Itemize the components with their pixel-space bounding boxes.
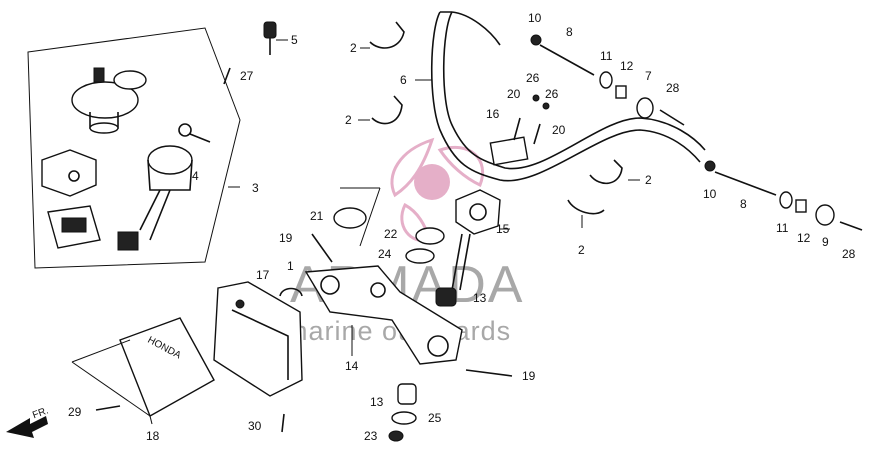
label-13: 13 xyxy=(473,291,487,305)
label-12: 12 xyxy=(620,59,634,73)
label-10: 10 xyxy=(703,187,717,201)
screw-29-icon xyxy=(95,405,121,411)
meter-case-icon xyxy=(213,281,303,397)
label-7: 7 xyxy=(645,69,652,83)
label-17: 17 xyxy=(256,268,270,282)
lock-cover-icon xyxy=(47,205,101,249)
label-19: 19 xyxy=(522,369,536,383)
direction-marker-text: FR. xyxy=(31,405,50,421)
nut-22-icon xyxy=(415,227,445,245)
bearing-13-lower-icon xyxy=(397,383,417,405)
label-6: 6 xyxy=(400,73,407,87)
label-9: 9 xyxy=(822,235,829,249)
grip-assembly-top-icon xyxy=(530,34,685,126)
spacer-1-icon xyxy=(279,287,303,297)
handlebar-holder-icon xyxy=(489,136,529,166)
label-5: 5 xyxy=(291,33,298,47)
label-4: 4 xyxy=(192,169,199,183)
emblem-cover-icon: HONDA xyxy=(119,317,215,418)
clamp-icon xyxy=(589,159,623,185)
nut-23-icon xyxy=(388,430,404,442)
label-28: 28 xyxy=(666,81,680,95)
bottom-bridge-icon xyxy=(304,265,463,365)
bolt-27-icon xyxy=(223,67,231,85)
clamp-icon xyxy=(567,199,605,215)
label-14: 14 xyxy=(345,359,359,373)
ignition-group-outline xyxy=(27,27,241,269)
clamp-icon xyxy=(369,21,405,49)
label-3: 3 xyxy=(252,181,259,195)
front-direction-arrow-icon: FR. xyxy=(6,405,50,438)
clamp-icon xyxy=(371,95,403,125)
label-11: 11 xyxy=(600,49,613,63)
label-2: 2 xyxy=(345,113,352,127)
label-20: 20 xyxy=(507,87,521,101)
label-8: 8 xyxy=(566,25,573,39)
label-29: 29 xyxy=(68,405,82,419)
label-22: 22 xyxy=(384,227,398,241)
label-28: 28 xyxy=(842,247,856,261)
label-25: 25 xyxy=(428,411,442,425)
label-8: 8 xyxy=(740,197,747,211)
label-24: 24 xyxy=(378,247,392,261)
label-26: 26 xyxy=(526,71,540,85)
label-10: 10 xyxy=(528,11,542,25)
label-2: 2 xyxy=(578,243,585,257)
top-bridge-icon xyxy=(451,189,501,291)
lock-bracket-icon xyxy=(41,149,97,197)
label-2: 2 xyxy=(645,173,652,187)
handlebar-icon xyxy=(430,11,706,182)
label-11: 11 xyxy=(776,221,789,235)
bolt-19-icon xyxy=(311,233,333,263)
label-19: 19 xyxy=(279,231,293,245)
label-21: 21 xyxy=(310,209,324,223)
fuel-cap-icon xyxy=(71,67,147,134)
label-20: 20 xyxy=(552,123,566,137)
nut-21-icon xyxy=(333,207,367,229)
label-13: 13 xyxy=(370,395,384,409)
label-23: 23 xyxy=(364,429,378,443)
label-2: 2 xyxy=(350,41,357,55)
label-18: 18 xyxy=(146,429,160,443)
ignition-switch-icon xyxy=(117,123,211,251)
race-25-icon xyxy=(391,411,417,425)
label-12: 12 xyxy=(797,231,811,245)
washer-24-icon xyxy=(405,248,435,264)
label-15: 15 xyxy=(496,222,510,236)
key-icon xyxy=(263,21,277,55)
label-1: 1 xyxy=(287,259,294,273)
label-26: 26 xyxy=(545,87,559,101)
label-30: 30 xyxy=(248,419,262,433)
label-27: 27 xyxy=(240,69,254,83)
bolt-19-right-icon xyxy=(465,369,513,377)
screw-30-icon xyxy=(281,413,285,433)
bearing-13-upper-icon xyxy=(435,287,457,307)
label-16: 16 xyxy=(486,107,500,121)
grip-assembly-bottom-icon xyxy=(704,160,863,231)
